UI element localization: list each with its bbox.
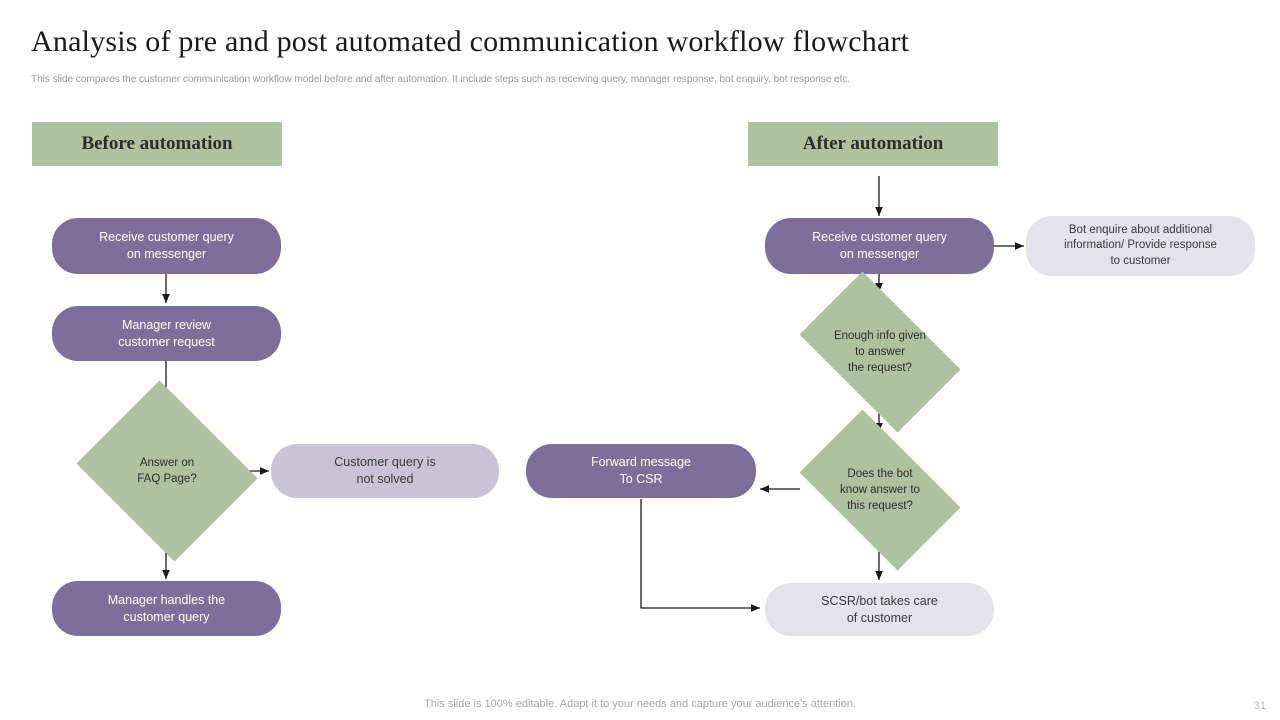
- node-after-enough-info-given[interactable]: Enough info given to answer the request?: [782, 271, 978, 433]
- node-label: Receive customer query on messenger: [812, 230, 947, 261]
- node-label: Bot enquire about additional information…: [1064, 223, 1217, 267]
- node-after-forward-message-to-csr[interactable]: Forward message To CSR: [526, 444, 756, 498]
- node-label: Manager review customer request: [118, 317, 215, 349]
- node-before-customer-query-not-solved[interactable]: Customer query is not solved: [271, 444, 499, 498]
- node-label: SCSR/bot takes care of customer: [821, 593, 938, 625]
- node-after-does-bot-know-answer[interactable]: Does the bot know answer to this request…: [782, 409, 978, 571]
- node-label: Forward message To CSR: [590, 455, 692, 486]
- node-before-manager-handles-query[interactable]: Manager handles the customer query: [52, 581, 281, 636]
- node-before-manager-review[interactable]: Manager review customer request: [52, 306, 281, 361]
- node-label: Customer query is not solved: [334, 455, 436, 486]
- node-after-receive-customer-query[interactable]: Receive customer query on messenger: [765, 218, 994, 274]
- node-label: Receive customer query on messenger: [99, 230, 234, 261]
- node-after-bot-enquire-additional-info[interactable]: Bot enquire about additional information…: [1026, 216, 1255, 276]
- node-label: Answer on FAQ Page?: [137, 456, 197, 485]
- node-after-scsr-bot-takes-care[interactable]: SCSR/bot takes care of customer: [765, 583, 994, 636]
- node-label: Enough info given to answer the request?: [833, 329, 927, 375]
- footer-note: This slide is 100% editable. Adapt it to…: [424, 698, 856, 710]
- page-title: Analysis of pre and post automated commu…: [31, 25, 910, 58]
- node-before-receive-customer-query[interactable]: Receive customer query on messenger: [52, 218, 281, 274]
- page-subtitle: This slide compares the customer communi…: [31, 74, 851, 85]
- node-label: Does the bot know answer to this request…: [840, 467, 920, 513]
- section-banner-before-automation: Before automation: [32, 122, 282, 166]
- section-banner-after-automation: After automation: [748, 122, 998, 166]
- node-before-answer-on-faq-page[interactable]: Answer on FAQ Page?: [69, 380, 265, 562]
- connector-forward-csr-to-scsr: [640, 499, 760, 612]
- node-label: Manager handles the customer query: [107, 592, 226, 624]
- page-number: 31: [1253, 700, 1266, 712]
